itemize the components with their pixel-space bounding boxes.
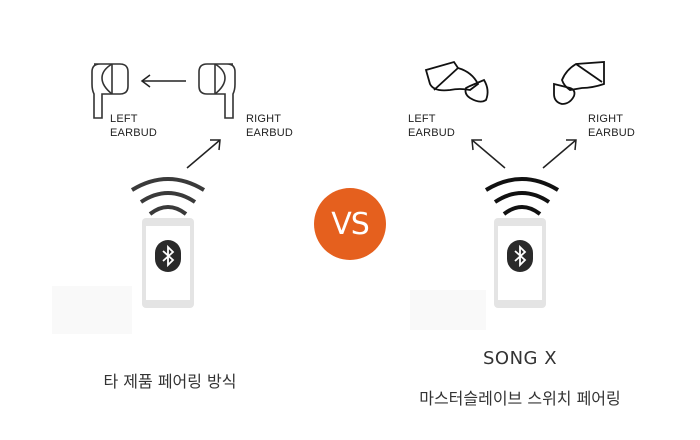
vs-badge: VS	[314, 188, 386, 260]
phone-icon	[142, 218, 194, 308]
right-earbud-label: RIGHT EARBUD	[588, 113, 636, 139]
right-earbud-label: RIGHT EARBUD	[246, 113, 294, 139]
bluetooth-icon	[155, 240, 181, 272]
arrow-up-left-icon	[471, 139, 506, 169]
left-caption: 타 제품 페어링 방식	[103, 372, 237, 391]
arrow-up-right-icon	[542, 139, 577, 169]
left-earbud-icon	[91, 63, 129, 119]
right-caption: 마스터슬레이브 스위치 페어링	[419, 389, 621, 408]
product-name: SONG X	[482, 348, 558, 369]
bluetooth-icon	[507, 240, 533, 272]
phone-shadow	[52, 286, 132, 334]
arrow-left-icon	[140, 74, 186, 88]
left-earbud-label: LEFT EARBUD	[408, 113, 456, 139]
phone-shadow	[410, 290, 486, 330]
right-earbud-icon	[198, 63, 236, 119]
arrow-up-right-icon	[186, 139, 221, 169]
phone-icon	[494, 218, 546, 308]
wifi-signal-icon	[484, 177, 560, 216]
right-wireless-earbud-icon	[553, 61, 605, 105]
left-wireless-earbud-icon	[424, 60, 489, 103]
wifi-signal-icon	[130, 177, 206, 216]
left-earbud-label: LEFT EARBUD	[110, 113, 158, 139]
